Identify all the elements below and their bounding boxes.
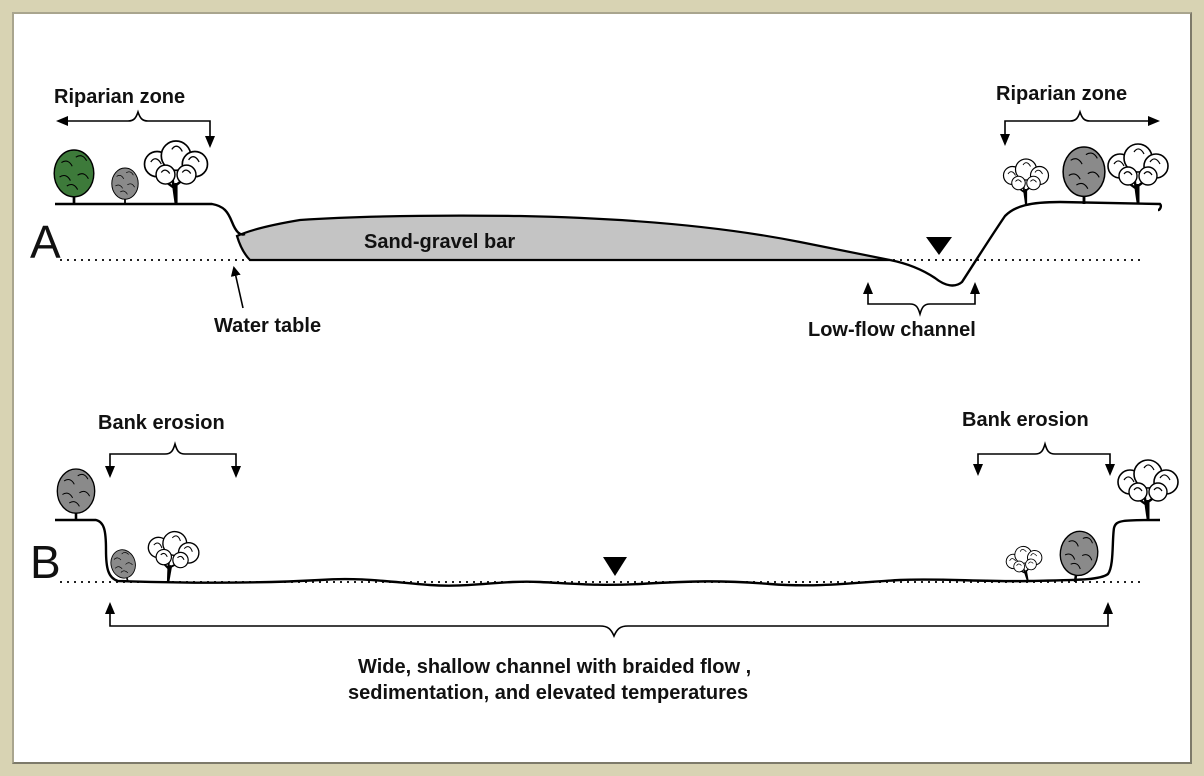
riparian-zone-right-label: Riparian zone: [996, 83, 1127, 105]
arrow-icon: [1105, 464, 1115, 476]
tree-icon: [110, 167, 140, 205]
water-table-pointer: [230, 266, 244, 309]
bank-erosion-right-label: Bank erosion: [962, 409, 1089, 431]
panel-b-letter: B: [30, 536, 61, 588]
water-level-triangle-icon: [926, 237, 952, 255]
arrow-icon: [205, 136, 215, 148]
arrow-icon: [105, 466, 115, 478]
water-level-triangle-icon: [603, 557, 627, 576]
tree-icon: [56, 467, 96, 522]
arrow-icon: [1148, 116, 1160, 126]
water-table-label: Water table: [214, 315, 321, 337]
bank-erosion-left-bracket: [109, 441, 237, 470]
wide-channel-bracket: [109, 612, 1109, 639]
sand-gravel-bar: [235, 214, 891, 262]
tree-icon: [1055, 527, 1102, 586]
ground-profile-b: [55, 518, 1161, 587]
arrow-icon: [105, 602, 115, 614]
bank-erosion-left-label: Bank erosion: [98, 412, 225, 434]
arrow-icon: [863, 282, 873, 294]
ground-profile-a: [55, 200, 1163, 287]
arrow-icon: [231, 466, 241, 478]
arrow-icon: [970, 282, 980, 294]
wide-channel-caption-line2: sedimentation, and elevated temperatures: [348, 682, 748, 704]
tree-icon: [141, 526, 204, 588]
tree-icon: [1116, 458, 1180, 522]
tree-icon: [1003, 542, 1047, 587]
arrow-icon: [56, 116, 68, 126]
tree-icon: [1061, 145, 1107, 206]
tree-icon: [52, 148, 96, 206]
arrow-icon: [1000, 134, 1010, 146]
riparian-zone-left-label: Riparian zone: [54, 86, 185, 108]
low-flow-channel-bracket: [867, 292, 976, 317]
sand-gravel-bar-label: Sand-gravel bar: [364, 231, 515, 253]
bank-erosion-right-bracket: [977, 441, 1111, 468]
tree-icon: [1002, 157, 1050, 206]
arrow-icon: [1103, 602, 1113, 614]
arrow-icon: [973, 464, 983, 476]
tree-icon: [142, 139, 210, 206]
riparian-zone-right-bracket: [1004, 109, 1150, 140]
riparian-zone-left-bracket: [64, 109, 211, 140]
tree-icon: [1106, 142, 1170, 206]
picture-frame-inner: [12, 12, 1192, 764]
panel-a-letter: A: [30, 216, 61, 268]
low-flow-channel-label: Low-flow channel: [808, 319, 976, 341]
wide-channel-caption-line1: Wide, shallow channel with braided flow …: [358, 656, 751, 678]
